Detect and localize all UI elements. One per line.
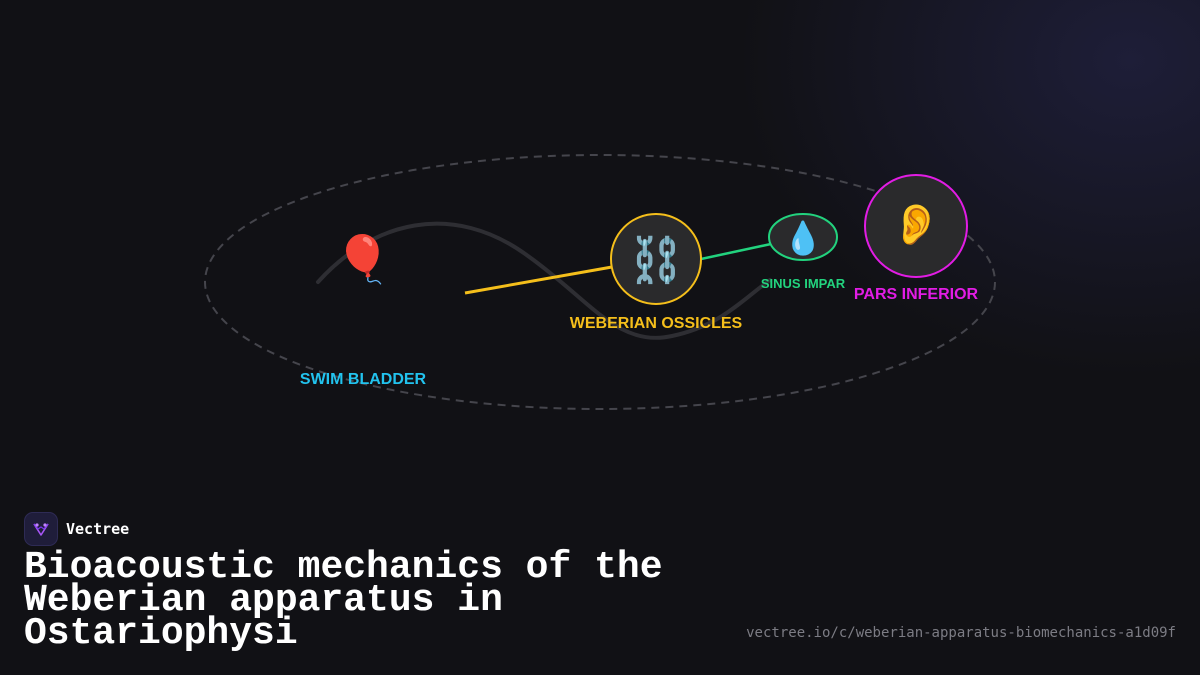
droplet-icon: 💧 [783, 219, 823, 257]
node-label-sinus-impar: SINUS IMPAR [761, 276, 846, 291]
node-circle-sinus-impar [768, 213, 838, 261]
node-label-weberian-ossicles: WEBERIAN OSSICLES [570, 315, 743, 332]
node-sinus-impar[interactable]: 💧 SINUS IMPAR [761, 213, 846, 291]
edge-swim-bladder-to-ossicles [464, 265, 613, 295]
node-circle-pars-inferior [864, 174, 968, 278]
dashed-orbit [204, 154, 996, 410]
page-title: Bioacoustic mechanics of the Weberian ap… [24, 546, 663, 655]
chain-icon: ⛓️ [629, 235, 684, 286]
brand-name: Vectree [66, 520, 130, 538]
vectree-logo-icon [24, 512, 58, 546]
background-wave [316, 221, 772, 340]
node-label-pars-inferior: PARS INFERIOR [854, 286, 979, 303]
node-swim-bladder[interactable]: 🎈 SWIM BLADDER [300, 231, 427, 388]
page-url[interactable]: vectree.io/c/weberian-apparatus-biomecha… [746, 625, 1176, 641]
edge-ossicles-to-sinus-impar [700, 242, 772, 261]
ear-icon: 👂 [891, 201, 941, 248]
node-label-swim-bladder: SWIM BLADDER [300, 371, 427, 388]
balloon-icon: 🎈 [334, 231, 391, 286]
node-pars-inferior[interactable]: 👂 PARS INFERIOR [854, 174, 979, 303]
brand[interactable]: Vectree [24, 512, 129, 546]
node-circle-weberian-ossicles [610, 213, 702, 305]
node-weberian-ossicles[interactable]: ⛓️ WEBERIAN OSSICLES [570, 213, 743, 332]
